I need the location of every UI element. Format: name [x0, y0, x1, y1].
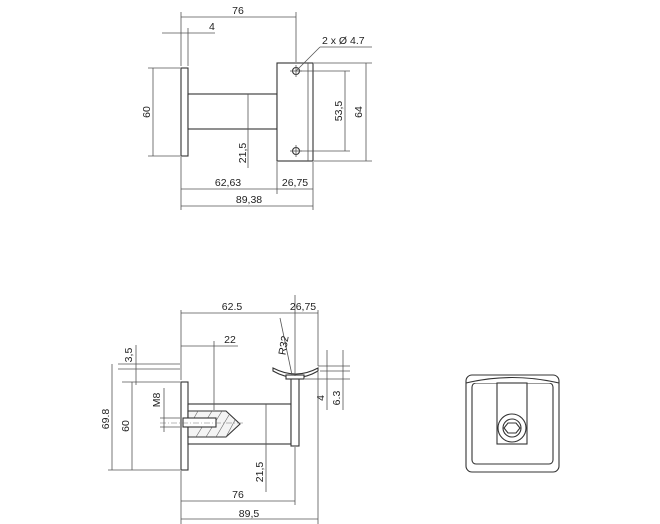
dim-62-63: 62,63 [215, 177, 241, 189]
vertical-post [290, 377, 300, 447]
end-saddle [465, 376, 560, 384]
dim-64-top: 64 [353, 106, 365, 118]
hex-socket [503, 422, 521, 434]
dim-89-38: 89,38 [236, 194, 262, 206]
dim-76-side: 76 [232, 489, 244, 501]
dim-m8: M8 [151, 393, 163, 408]
rail-saddle [272, 367, 319, 379]
dim-4-top: 4 [209, 21, 215, 33]
dim-hole-callout: 2 x Ø 4.7 [322, 35, 365, 47]
dim-26-75-top: 26,75 [282, 177, 308, 189]
mounting-bracket [276, 62, 314, 162]
dim-r32: R32 [276, 335, 291, 356]
dim-60-top: 60 [141, 106, 153, 118]
dim-60-side: 60 [120, 420, 132, 432]
dim-76-top: 76 [232, 5, 244, 17]
end-view [465, 374, 560, 473]
top-view: 76 4 2 x Ø 4.7 60 53,5 64 21,5 62,63 [141, 5, 372, 210]
wall-plate [180, 67, 189, 157]
dim-62-5: 62.5 [222, 301, 243, 313]
dim-53-5: 53,5 [333, 101, 345, 122]
m8-bolt [182, 417, 217, 428]
dim-6-3: 6.3 [331, 391, 343, 406]
dim-89-5: 89,5 [239, 508, 260, 520]
dim-4-side: 4 [315, 395, 327, 401]
dim-22: 22 [224, 334, 236, 346]
stem [187, 93, 278, 130]
dim-3-5: 3,5 [123, 348, 135, 363]
side-view: 62.5 26,75 22 R32 3,5 M8 69.8 60 4 [100, 295, 350, 524]
dim-26-75-side: 26,75 [290, 301, 316, 313]
dim-69-8: 69.8 [100, 409, 112, 430]
dim-21-5-side: 21,5 [254, 462, 266, 483]
dim-21-5-top: 21,5 [237, 143, 249, 164]
